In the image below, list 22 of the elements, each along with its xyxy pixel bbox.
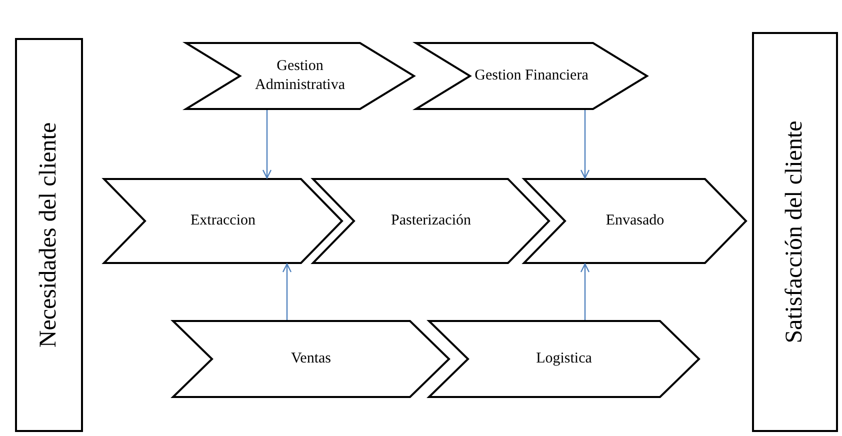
step-label: Satisfacción del cliente [782,120,808,344]
step-label: Logistica [535,350,593,368]
arrow [282,263,292,320]
step-label: Gestion Administrativa [254,57,346,95]
arrow [580,110,590,179]
chevron-step [185,42,415,110]
step-label: Envasado [604,212,666,230]
chevron-step [523,178,747,264]
step-label: Gestion Financiera [474,66,589,86]
arrow [262,110,272,179]
step-label: Pasterización [390,212,472,230]
chevron-step [428,320,700,398]
chevron-step [172,320,450,398]
chevron-step [312,178,550,264]
chevron-step [103,178,343,264]
step-label: Necesidades del cliente [36,122,62,348]
arrow [580,263,590,320]
step-label: Ventas [290,350,332,368]
step-label: Extraccion [190,212,256,230]
side-panel [15,38,83,432]
chevron-step [415,42,648,110]
side-panel [752,32,838,432]
